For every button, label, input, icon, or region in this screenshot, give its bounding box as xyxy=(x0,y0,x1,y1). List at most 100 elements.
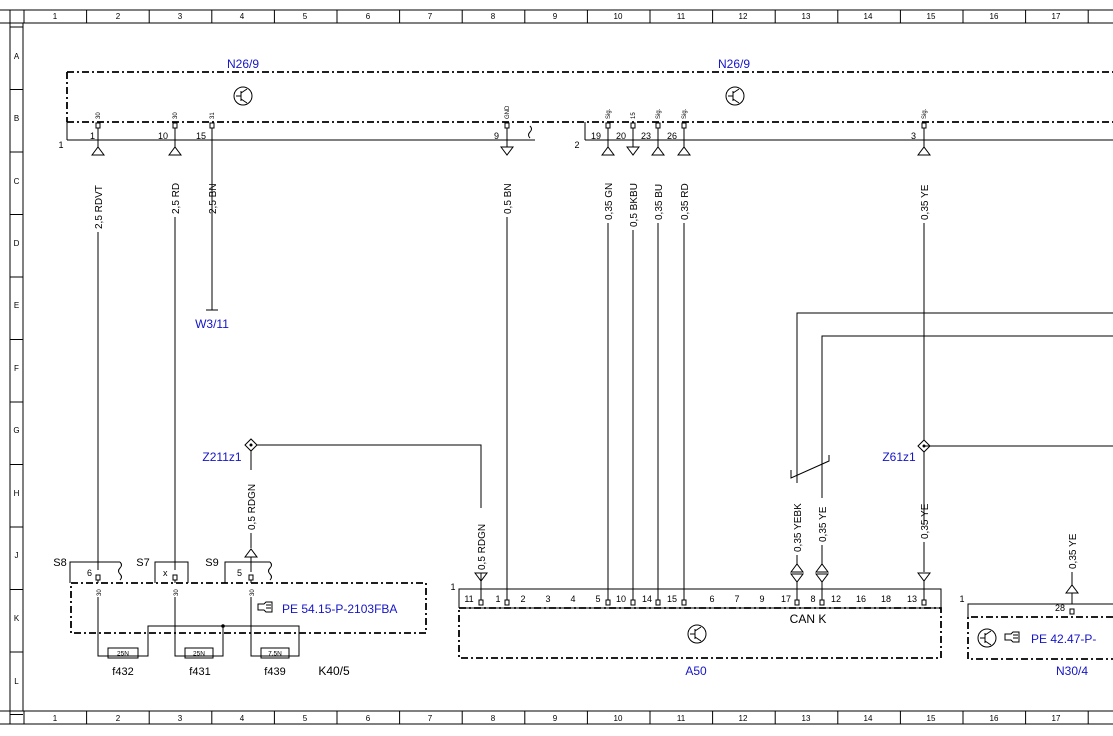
pin-number: 7 xyxy=(734,594,739,604)
grid-col-label: 3 xyxy=(178,12,183,21)
grid-row-label: F xyxy=(14,364,19,373)
arrow-up-icon xyxy=(651,146,665,156)
wire-label: 2,5 BN xyxy=(208,183,219,214)
wire-label: 0,35 YE xyxy=(818,506,829,542)
pin-number: 1 xyxy=(495,594,500,604)
pin-number: 15 xyxy=(196,131,206,141)
transistor-symbol-icon xyxy=(725,86,745,106)
grid-row-label: J xyxy=(15,551,19,560)
grid-row-label: D xyxy=(14,239,20,248)
grid-col-label: 12 xyxy=(739,12,748,21)
grid-col-label: 5 xyxy=(303,12,308,21)
grid-col-label: 11 xyxy=(677,12,686,21)
terminal-label: S8 xyxy=(53,557,66,569)
wire-label: 0,35 YEBK xyxy=(793,503,804,552)
pin-number: 20 xyxy=(616,131,626,141)
reference-hand-icon xyxy=(257,601,273,613)
a50-pins: 11 1 2 3 4 5 10 14 15 6 7 9 17 8 12 16 1… xyxy=(464,594,917,604)
fuse-f431: 25N f431 xyxy=(174,633,224,678)
grid-row-label: C xyxy=(14,177,20,186)
grid-col-label: 16 xyxy=(990,714,999,723)
pin-number: 2 xyxy=(520,594,525,604)
pin-function-label: 31 xyxy=(210,112,216,119)
arrow-up-icon xyxy=(168,146,182,156)
wire-label: 0,35 BU xyxy=(654,184,665,220)
pin-number: 28 xyxy=(1055,603,1065,613)
grid-row-label: B xyxy=(14,114,19,123)
arrow-up-icon xyxy=(601,146,615,156)
pin-number: x xyxy=(163,568,168,578)
w3-11-label: W3/11 xyxy=(195,317,229,331)
fuse-rating: 25N xyxy=(193,651,205,658)
arrow-up-icon xyxy=(1065,584,1079,594)
grid-row-label: A xyxy=(14,52,20,61)
pin-function-label: 30 xyxy=(250,589,256,596)
pin-number: 12 xyxy=(831,594,841,604)
n30-reference-link[interactable]: PE 42.47-P- xyxy=(1031,632,1096,646)
grid-col-label: 6 xyxy=(366,714,371,723)
drawing-frame xyxy=(0,9,1113,725)
wire-label: 0,5 RDGN xyxy=(247,484,258,530)
grid-col-label: 7 xyxy=(428,714,433,723)
pin-function-label: 15 xyxy=(631,112,637,119)
wire-label: 0,35 GN xyxy=(604,183,615,220)
splice-icon xyxy=(917,439,931,453)
pin-number: 13 xyxy=(907,594,917,604)
grid-col-labels-bottom: 1 2 3 4 5 6 7 8 9 10 11 12 13 14 15 16 1… xyxy=(53,714,1061,723)
grid-col-label: 2 xyxy=(116,12,121,21)
pin-number: 9 xyxy=(759,594,764,604)
wire-label: 0,5 BKBU xyxy=(629,183,640,227)
grid-row-labels: A B C D E F G H J K L xyxy=(13,52,19,686)
connector-number: 1 xyxy=(58,140,63,150)
n30-4-component: 1 28 PE 42.47-P- N30/4 xyxy=(959,594,1113,678)
transistor-symbol-icon xyxy=(233,86,253,106)
fuse-rating: 7,5N xyxy=(268,651,282,658)
k40-reference-link[interactable]: PE 54.15-P-2103FBA xyxy=(282,602,397,616)
pin-number: 26 xyxy=(667,131,677,141)
transistor-symbol-icon xyxy=(977,628,997,648)
grid-col-label: 8 xyxy=(491,714,496,723)
grid-col-label: 17 xyxy=(1052,714,1061,723)
transistor-symbol-icon xyxy=(687,624,707,644)
arrow-down-icon xyxy=(626,146,640,156)
bidirectional-arrow-icon xyxy=(815,563,829,583)
grid-col-label: 1 xyxy=(53,714,58,723)
k40-5-label: K40/5 xyxy=(318,664,350,678)
grid-col-label: 15 xyxy=(927,714,936,723)
grid-col-label: 7 xyxy=(428,12,433,21)
pin-number: 3 xyxy=(911,131,916,141)
pin-number: 14 xyxy=(642,594,652,604)
can-k-label: CAN K xyxy=(790,612,827,626)
pin-number: 6 xyxy=(87,568,92,578)
pin-number: 19 xyxy=(591,131,601,141)
grid-col-label: 1 xyxy=(53,12,58,21)
pin-number: 8 xyxy=(810,594,815,604)
pin-number: 5 xyxy=(595,594,600,604)
pin-function-label: Sig. xyxy=(656,108,662,119)
grid-col-label: 12 xyxy=(739,714,748,723)
pin-function-label: 30 xyxy=(97,589,103,596)
arrow-up-icon xyxy=(91,146,105,156)
grid-col-label: 8 xyxy=(491,12,496,21)
grid-col-label: 16 xyxy=(990,12,999,21)
pin-number: 23 xyxy=(641,131,651,141)
component-labels: W3/11 Z211z1 Z61z1 xyxy=(195,317,916,464)
pin-number: 3 xyxy=(545,594,550,604)
arrow-up-icon xyxy=(677,146,691,156)
fuse-name: f432 xyxy=(112,666,133,678)
grid-col-label: 6 xyxy=(366,12,371,21)
pin-number: 1 xyxy=(90,131,95,141)
grid-col-label: 5 xyxy=(303,714,308,723)
grid-col-label: 4 xyxy=(240,12,245,21)
fuse-name: f431 xyxy=(189,666,210,678)
wire-label: 0,35 YE xyxy=(920,503,931,539)
grid-col-label: 13 xyxy=(802,714,811,723)
pin-number: 5 xyxy=(237,568,242,578)
wire-label: 0,35 RD xyxy=(680,183,691,220)
pin-number: 10 xyxy=(616,594,626,604)
fuse-name: f439 xyxy=(264,666,285,678)
n26-9-component: N26/9 N26/9 1 2 xyxy=(58,57,1113,150)
pin-number: 10 xyxy=(158,131,168,141)
wires xyxy=(91,128,1113,604)
wire-label: 0,5 BN xyxy=(503,183,514,214)
